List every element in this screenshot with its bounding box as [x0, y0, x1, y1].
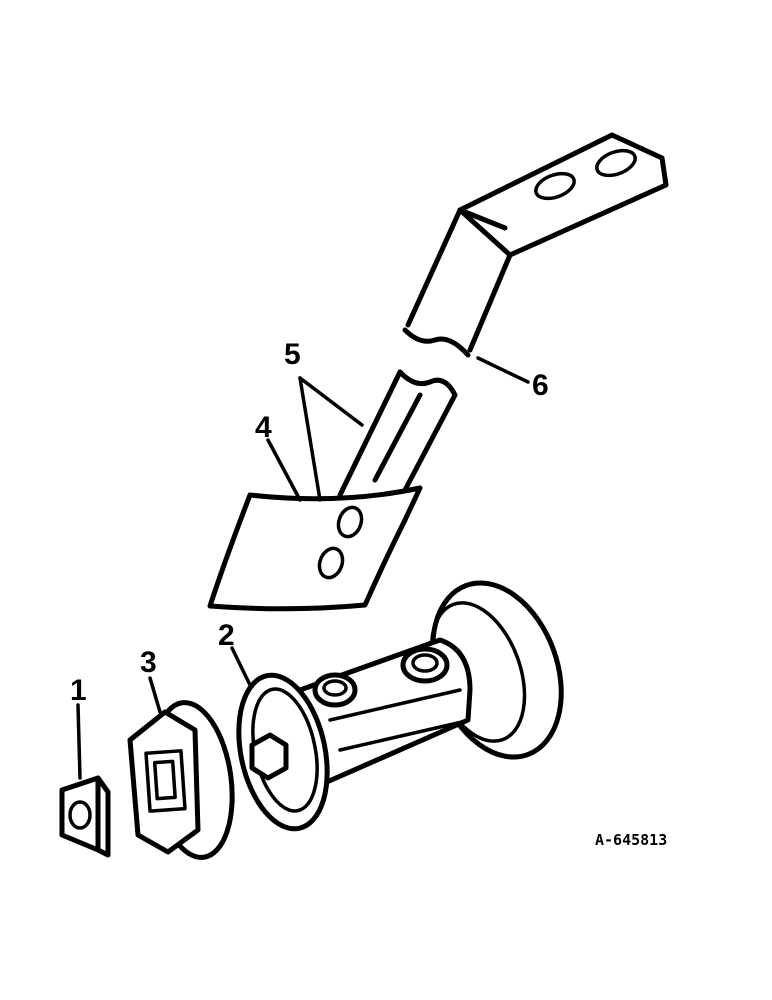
part-1-square-nut: [59, 775, 111, 858]
callout-5: 5: [284, 338, 301, 371]
callout-6: 6: [532, 369, 549, 402]
part-2-hub: [236, 580, 564, 832]
callout-2: 2: [218, 619, 235, 652]
callout-1: 1: [70, 674, 87, 707]
leader-lines: [76, 356, 530, 780]
callout-3: 3: [140, 646, 157, 679]
part-3-cap: [127, 700, 235, 860]
callout-4: 4: [255, 411, 272, 444]
reference-code: A-645813: [595, 831, 667, 849]
part-4-shovel-blade: [207, 485, 423, 612]
part-6-standard-bar: [337, 132, 669, 498]
